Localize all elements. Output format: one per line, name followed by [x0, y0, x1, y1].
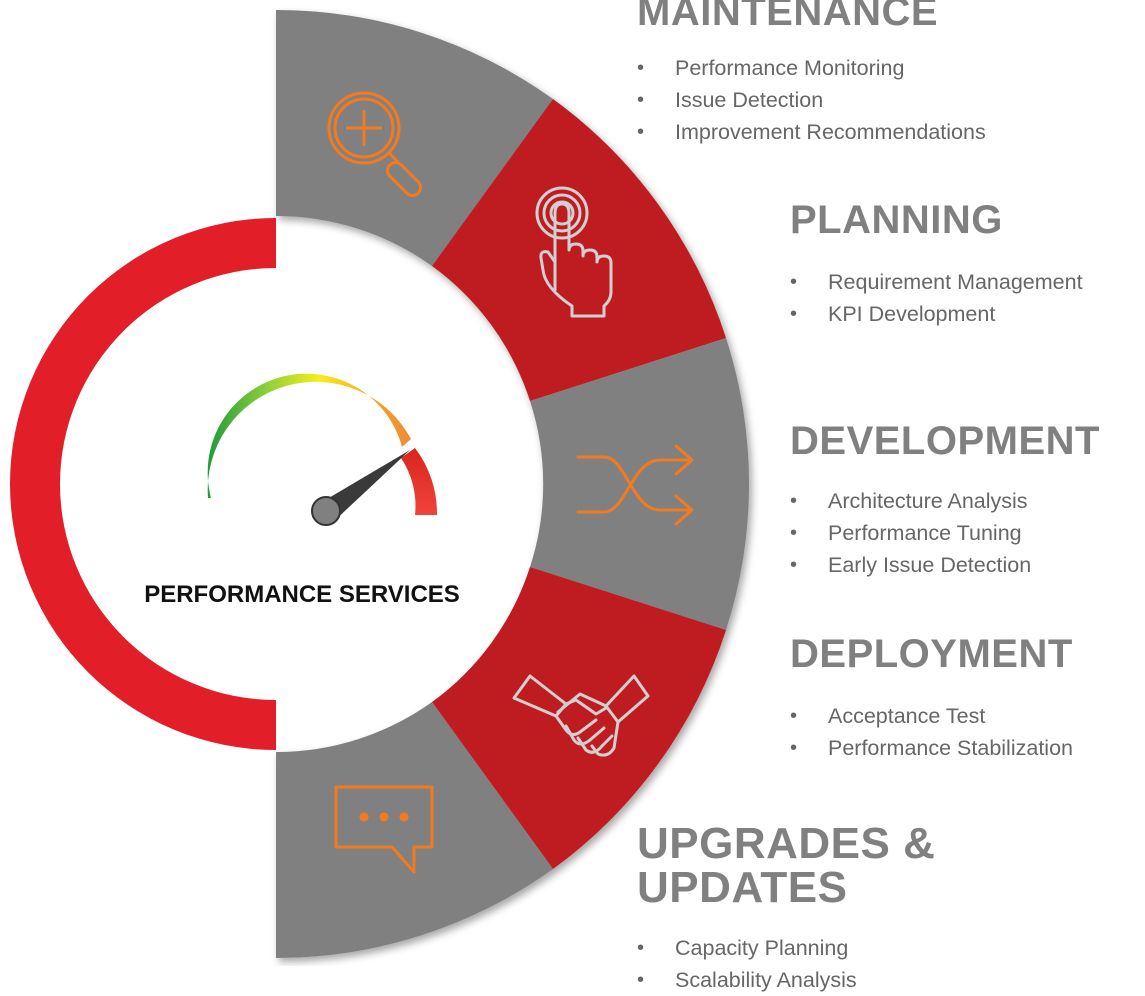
section-development: DEVELOPMENT Architecture Analysis Perfor…	[790, 421, 1100, 581]
speedometer-icon	[207, 373, 438, 526]
list-item: Scalability Analysis	[637, 964, 1145, 996]
services-diagram	[10, 9, 750, 959]
list-item: Performance Stabilization	[790, 732, 1073, 764]
segment-planning	[432, 99, 726, 401]
center-title: PERFORMANCE SERVICES	[144, 581, 460, 608]
section-title: PLANNING	[790, 198, 1003, 242]
segment-deployment	[432, 567, 726, 869]
list-item: Early Issue Detection	[790, 549, 1100, 581]
list-item: Architecture Analysis	[790, 485, 1100, 517]
section-deployment: DEPLOYMENT Acceptance Test Performance S…	[790, 634, 1073, 764]
list-item: Acceptance Test	[790, 700, 1073, 732]
segment-maintenance	[276, 9, 553, 267]
segment-upgrades	[276, 702, 553, 959]
list-item: Requirement Management	[790, 266, 1083, 298]
section-title: UPGRADES & UPDATES	[637, 819, 936, 912]
magnifier-plus-icon	[327, 91, 422, 197]
list-item: Issue Detection	[637, 84, 986, 116]
chat-bubble-icon	[334, 785, 434, 874]
list-item: Performance Tuning	[790, 517, 1100, 549]
list-item: Capacity Planning	[637, 932, 1145, 964]
section-planning: PLANNING Requirement Management KPI Deve…	[790, 200, 1083, 330]
section-title: DEVELOPMENT	[790, 419, 1100, 463]
hand-touch-icon	[535, 186, 613, 318]
section-maintenance: MAINTENANCE Performance Monitoring Issue…	[637, 0, 986, 148]
segment-development	[530, 338, 750, 630]
outer-ring	[10, 218, 276, 750]
handshake-icon	[512, 674, 650, 757]
section-title: DEPLOYMENT	[790, 632, 1073, 676]
section-title: MAINTENANCE	[637, 0, 939, 34]
section-upgrades: UPGRADES & UPDATES Capacity Planning Sca…	[637, 822, 1145, 996]
list-item: Improvement Recommendations	[637, 116, 986, 148]
list-item: Performance Monitoring	[637, 52, 986, 84]
shuffle-arrows-icon	[576, 444, 694, 526]
list-item: KPI Development	[790, 298, 1083, 330]
